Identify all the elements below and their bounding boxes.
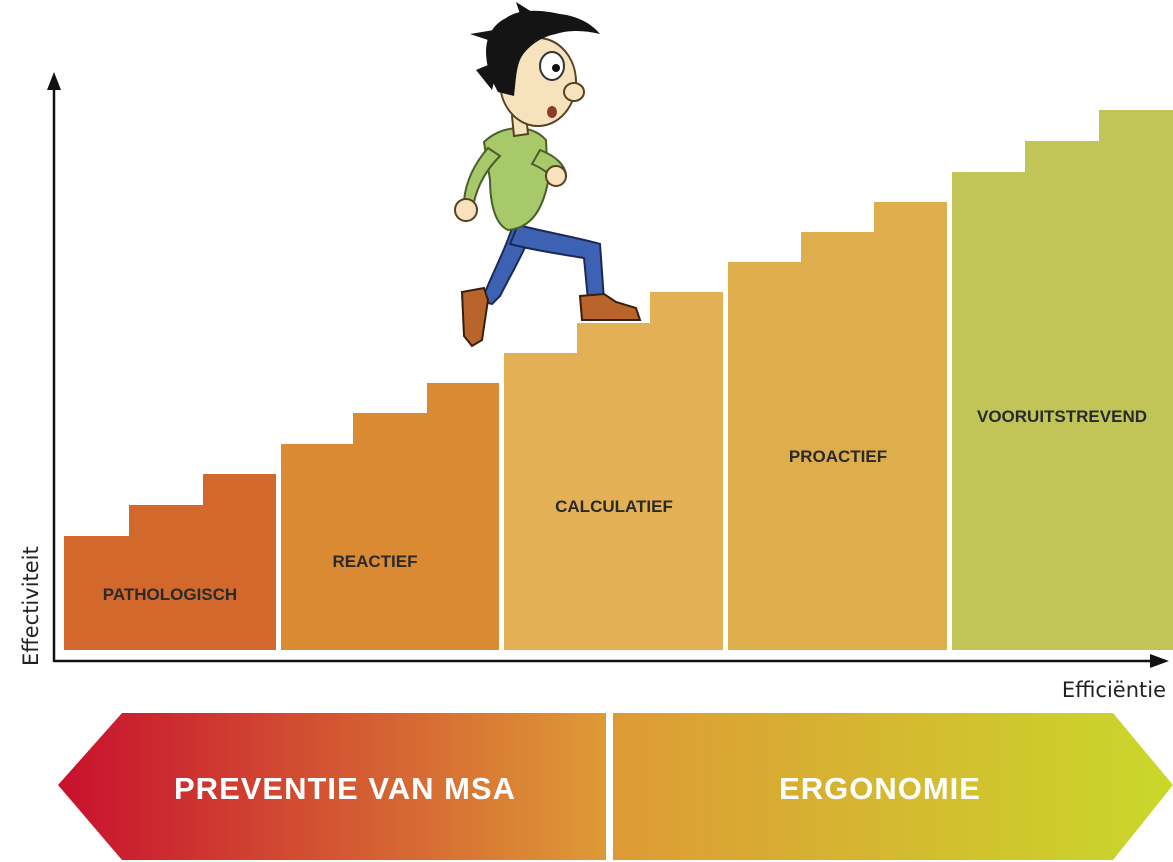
y-axis-label: Effectiviteit <box>19 546 43 666</box>
stage-block <box>281 383 499 650</box>
banner-left-arrow <box>58 713 606 860</box>
stage-block <box>504 292 723 650</box>
stage-pathologisch: PATHOLOGISCH <box>64 474 276 650</box>
stage-block <box>728 202 947 650</box>
banner-right-arrow <box>613 713 1173 860</box>
stage-calculatief: CALCULATIEF <box>504 292 723 650</box>
stage-label: REACTIEF <box>333 552 418 571</box>
x-axis-label: Efficiëntie <box>1062 678 1166 702</box>
banner-right-label: ERGONOMIE <box>779 771 981 806</box>
x-axis-arrowhead <box>1150 654 1169 668</box>
stage-block <box>64 474 276 650</box>
staircase: PATHOLOGISCH REACTIEF CALCULATIEF PROACT… <box>64 110 1173 650</box>
stage-vooruitstrevend: VOORUITSTREVEND <box>952 110 1173 650</box>
stage-proactief: PROACTIEF <box>728 202 947 650</box>
walking-man-icon <box>454 2 642 348</box>
stage-label: PATHOLOGISCH <box>103 585 237 604</box>
stage-label: VOORUITSTREVEND <box>977 407 1147 426</box>
axes: Effectiviteit Efficiëntie <box>19 72 1169 702</box>
y-axis-arrowhead <box>47 72 61 90</box>
stage-label: CALCULATIEF <box>555 497 673 516</box>
stage-label: PROACTIEF <box>789 447 887 466</box>
banner-left-label: PREVENTIE VAN MSA <box>174 771 516 806</box>
bottom-banner: PREVENTIE VAN MSA ERGONOMIE <box>58 713 1173 860</box>
stage-reactief: REACTIEF <box>281 383 499 650</box>
stage-block <box>952 110 1173 650</box>
